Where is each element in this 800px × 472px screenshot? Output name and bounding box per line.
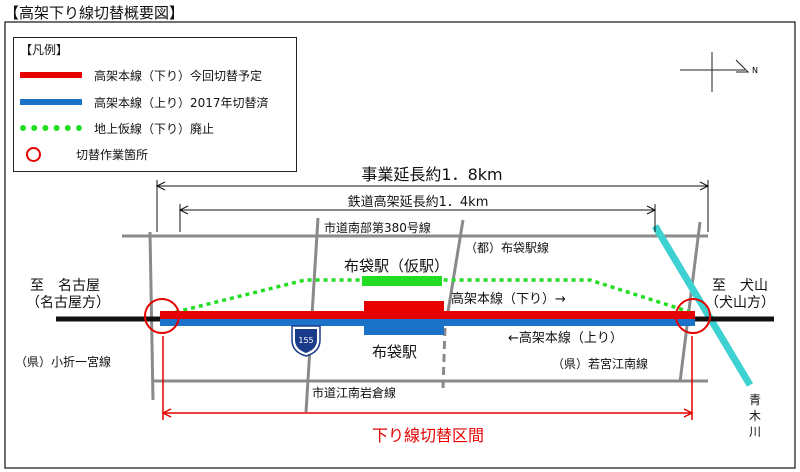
down-line-label: 高架本線（下り）→ [451, 291, 566, 307]
temporary-platform [362, 276, 442, 286]
east-work-circle [675, 298, 711, 334]
business-length-label: 事業延長約1．8km [361, 165, 502, 184]
route-155-badge: 155 [291, 325, 321, 357]
river-label-1: 青 [749, 393, 761, 407]
compass-north-label: N [752, 66, 758, 75]
west-road-label: （県）小折一宮線 [15, 354, 111, 369]
west-work-circle [144, 298, 180, 334]
south-road-label: 市道江南岩倉線 [312, 385, 396, 400]
up-elevated-line [160, 318, 695, 326]
east-road-line [678, 221, 702, 383]
down-elevated-line [160, 311, 695, 319]
down-platform [364, 301, 444, 311]
blue-line-swatch [20, 99, 82, 105]
river-label-3: 川 [749, 425, 761, 439]
legend-item-work-site: 切替作業箇所 [20, 144, 148, 164]
switch-section-dimension [161, 336, 694, 420]
up-line-label: ←高架本線（上り） [508, 330, 623, 346]
legend: 【凡例】 高架本線（下り）今回切替予定 高架本線（上り）2017年切替済 地上仮… [13, 37, 297, 172]
river-label-2: 木 [749, 409, 761, 423]
diagram-title: 【高架下り線切替概要図】 [4, 4, 185, 22]
switch-section-label: 下り線切替区間 [372, 426, 484, 445]
temporary-line-dotted [159, 278, 691, 318]
route-155-number: 155 [298, 336, 313, 345]
legend-label: 高架本線（上り）2017年切替済 [94, 95, 269, 110]
up-platform [364, 326, 444, 335]
work-circle-icon [26, 146, 41, 162]
green-dotted-swatch [20, 125, 82, 131]
temporary-station-label: 布袋駅（仮駅） [344, 257, 449, 275]
legend-label: 切替作業箇所 [76, 147, 149, 162]
legend-item-temporary-line: 地上仮線（下り）廃止 [20, 118, 214, 138]
north-road-label: 市道南部第380号線 [324, 220, 431, 235]
red-line-swatch [20, 72, 82, 78]
east-destination-label: 至 犬山 [712, 278, 768, 294]
legend-label: 地上仮線（下り）廃止 [94, 121, 215, 136]
east-road-label: （県）若宮江南線 [552, 356, 648, 371]
west-destination-sub: （名古屋方） [26, 295, 110, 311]
main-station-label: 布袋駅 [372, 343, 417, 361]
legend-title: 【凡例】 [20, 43, 69, 57]
station-road-line [445, 219, 465, 319]
dimension-lines [155, 180, 710, 232]
aoki-river-line [651, 224, 754, 387]
west-road-line [148, 231, 155, 401]
railway-elevated-length-label: 鉄道高架延長約1．4km [348, 194, 489, 210]
west-destination-label: 至 名古屋 [30, 278, 100, 294]
north-compass-icon: N [680, 52, 758, 92]
legend-item-down-line: 高架本線（下り）今回切替予定 [20, 65, 262, 85]
station-road-label: （都）布袋駅線 [465, 240, 549, 255]
east-destination-sub: （犬山方） [705, 295, 775, 311]
legend-label: 高架本線（下り）今回切替予定 [94, 68, 263, 83]
legend-item-up-line: 高架本線（上り）2017年切替済 [20, 92, 269, 112]
diagram-frame [4, 21, 796, 469]
station-road-dashed [441, 327, 447, 389]
